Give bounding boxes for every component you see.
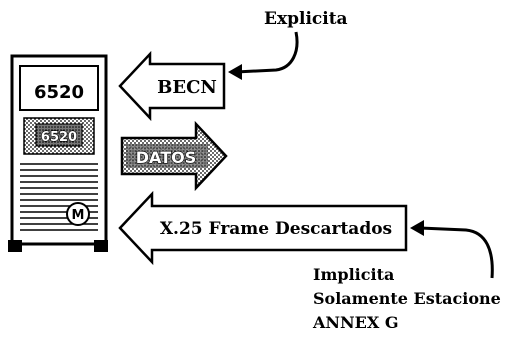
frame-discarded-label: X.25 Frame Descartados [160, 219, 392, 239]
solamente-label: Solamente Estacione [313, 289, 501, 308]
implicita-label: Implicita [313, 265, 394, 284]
frame-discarded-arrow: X.25 Frame Descartados [118, 190, 408, 266]
implicita-pointer [410, 220, 494, 279]
annex-label: ANNEX G [312, 313, 399, 332]
becn-arrow: BECN [118, 50, 226, 122]
device-model-label: 6520 [34, 82, 84, 103]
datos-arrow: DATOS [120, 120, 228, 192]
datos-label: DATOS [136, 148, 196, 167]
svg-text:M: M [72, 208, 85, 223]
power-icon: M [66, 202, 90, 226]
device-display-text: 6520 [41, 130, 77, 145]
becn-label: BECN [157, 77, 217, 98]
device-base-left [8, 240, 22, 252]
explicita-label: Explicita [264, 9, 348, 29]
device-base-right [94, 240, 108, 252]
device-6520: 6520 6520 M [8, 54, 108, 252]
implicita-annotation: Implicita Solamente Estacione ANNEX G [312, 265, 501, 332]
explicita-pointer: Explicita [228, 9, 348, 80]
device-vent-grille [20, 163, 98, 231]
device-display-inner [35, 123, 83, 147]
device-top-panel [19, 65, 99, 111]
